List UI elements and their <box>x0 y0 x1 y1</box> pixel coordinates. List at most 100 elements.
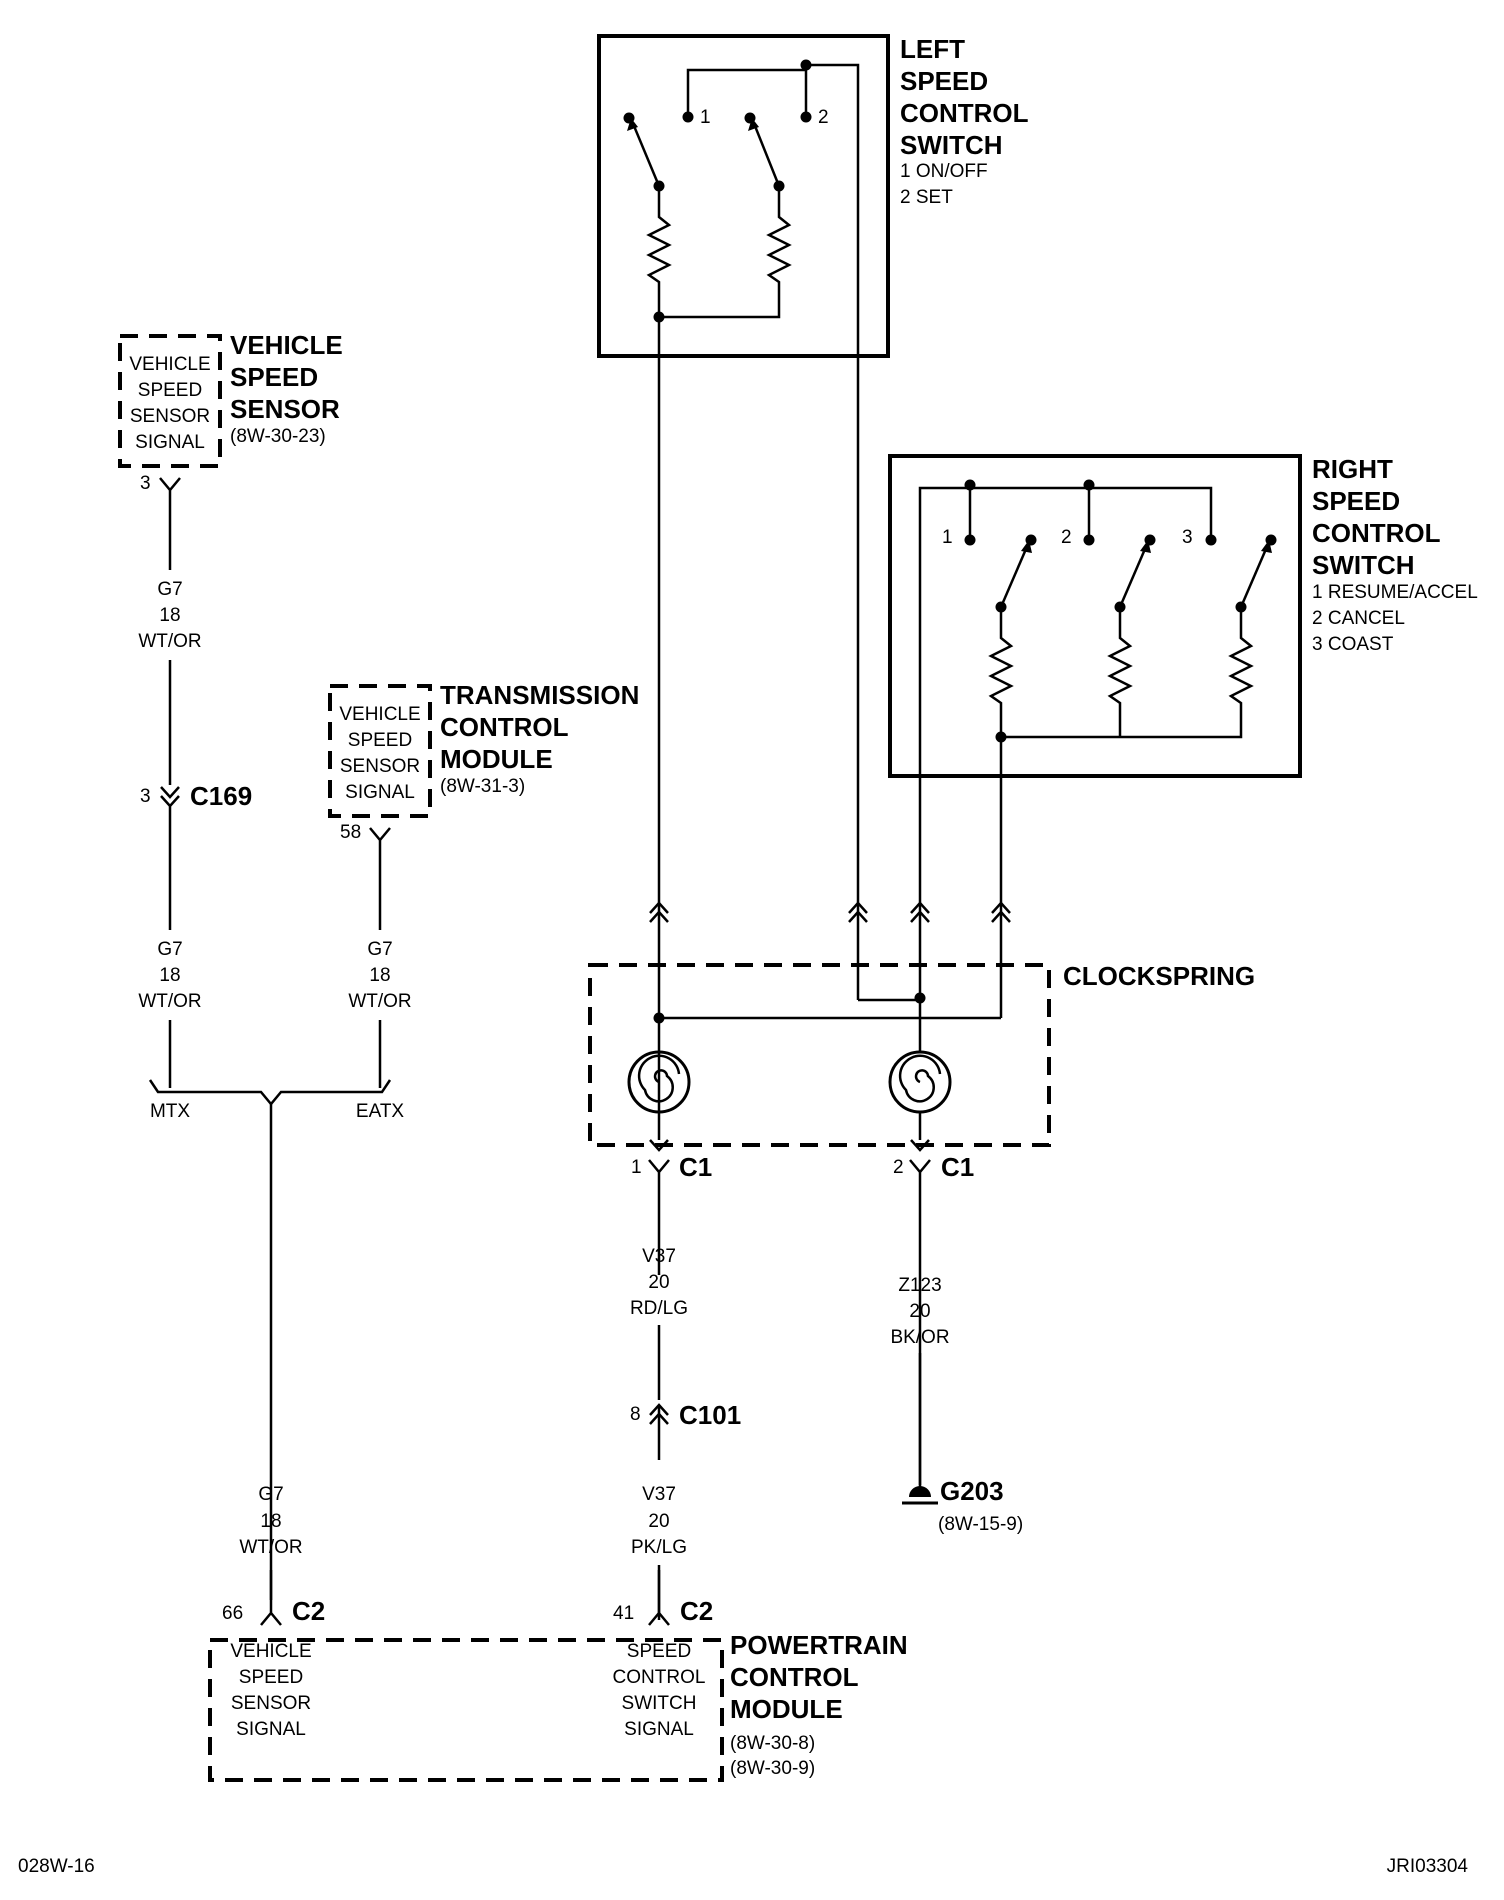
clockspring <box>588 963 1051 1152</box>
right-switch-title-2: SPEED <box>1312 486 1400 516</box>
left-switch-title-4: SWITCH <box>900 130 1003 160</box>
splice-eatx: EATX <box>356 1101 405 1122</box>
left-switch-legend-2: 2 SET <box>900 187 953 208</box>
pcm-signal-right-4: SIGNAL <box>624 1719 694 1740</box>
left-switch-contact-1: 1 <box>700 107 711 128</box>
right-speed-control-switch: 1 2 3 <box>888 454 1302 1018</box>
wire-z123-gauge: 20 <box>909 1301 930 1322</box>
tcm-title-3: MODULE <box>440 744 553 774</box>
ground-name: G203 <box>940 1476 1004 1506</box>
tcm-title-1: TRANSMISSION <box>440 680 639 710</box>
right-switch-title-4: SWITCH <box>1312 550 1415 580</box>
tcm-box <box>328 684 432 818</box>
vss-title-3: SENSOR <box>230 394 340 424</box>
c169-name: C169 <box>190 781 252 811</box>
clockspring-coil-right <box>888 1050 952 1114</box>
c1-left-name: C1 <box>679 1152 712 1182</box>
wire-z123-circuit: Z123 <box>898 1275 941 1296</box>
wire-vss-lower-circuit: G7 <box>157 939 182 960</box>
wire-v37-lower-circuit: V37 <box>642 1484 676 1505</box>
vss-title-1: VEHICLE <box>230 330 343 360</box>
wire-v37-upper-color: RD/LG <box>630 1298 688 1319</box>
tcm-inner-2: SPEED <box>348 730 412 751</box>
c101-pin: 8 <box>630 1404 641 1425</box>
wire-vss-lower-color: WT/OR <box>138 991 201 1012</box>
footer-right-code: JRI03304 <box>1387 1856 1469 1877</box>
pcm-title-2: CONTROL <box>730 1662 859 1692</box>
ground-g203 <box>902 1353 938 1505</box>
footer-left-code: 028W-16 <box>18 1856 95 1877</box>
vss-inner-4: SIGNAL <box>135 432 205 453</box>
wire-vss-lower-gauge: 18 <box>159 965 180 986</box>
tcm-title-2: CONTROL <box>440 712 569 742</box>
c169-pin: 3 <box>140 786 151 807</box>
pcm-signal-left-3: SENSOR <box>231 1693 311 1714</box>
pcm-signal-right-2: CONTROL <box>613 1667 706 1688</box>
pcm-signal-left-1: VEHICLE <box>230 1641 311 1662</box>
right-switch-legend-2: 2 CANCEL <box>1312 608 1405 629</box>
wire-pcm-in-gauge: 18 <box>260 1511 281 1532</box>
mtx-eatx-splice <box>148 1079 392 1600</box>
c2-left-pin: 66 <box>222 1603 243 1624</box>
right-switch-legend-3: 3 COAST <box>1312 634 1394 655</box>
pcm-signal-left-4: SIGNAL <box>236 1719 306 1740</box>
vss-inner-3: SENSOR <box>130 406 210 427</box>
vss-inner-1: VEHICLE <box>129 354 210 375</box>
wire-vss-upper-gauge: 18 <box>159 605 180 626</box>
wire-pcm-in-color: WT/OR <box>239 1537 302 1558</box>
vss-box <box>118 334 222 468</box>
vss-ref: (8W-30-23) <box>230 426 326 447</box>
pcm-box <box>208 1638 724 1782</box>
connector-c1-left <box>648 1159 670 1275</box>
c101-name: C101 <box>679 1400 741 1430</box>
clockspring-coil-left <box>627 1050 691 1114</box>
left-switch-title-3: CONTROL <box>900 98 1029 128</box>
pcm-signal-left-2: SPEED <box>239 1667 303 1688</box>
connector-c2-left <box>260 1570 282 1626</box>
clockspring-input-connectors <box>649 901 1011 923</box>
pcm-signal-right-3: SWITCH <box>622 1693 697 1714</box>
c2-right-name: C2 <box>680 1596 713 1626</box>
wire-v37-upper-gauge: 20 <box>648 1272 669 1293</box>
pcm-ref-1: (8W-30-8) <box>730 1733 815 1754</box>
vss-title-2: SPEED <box>230 362 318 392</box>
c1-right-name: C1 <box>941 1152 974 1182</box>
c1-right-pin: 2 <box>893 1157 904 1178</box>
left-switch-legend-1: 1 ON/OFF <box>900 161 988 182</box>
wire-tcm-gauge: 18 <box>369 965 390 986</box>
wire-vss-upper-color: WT/OR <box>138 631 201 652</box>
ground-ref: (8W-15-9) <box>938 1514 1023 1535</box>
wire-z123-color: BK/OR <box>890 1327 949 1348</box>
wire-vss-upper-circuit: G7 <box>157 579 182 600</box>
pcm-title-1: POWERTRAIN <box>730 1630 908 1660</box>
transmission-control-module <box>328 684 432 818</box>
tcm-pin: 58 <box>340 822 361 843</box>
wire-v37-lower-gauge: 20 <box>648 1511 669 1532</box>
tcm-ref: (8W-31-3) <box>440 776 525 797</box>
left-switch-contact-2: 2 <box>818 107 829 128</box>
vss-pin: 3 <box>140 473 151 494</box>
vss-inner-2: SPEED <box>138 380 202 401</box>
wire-v37-lower-color: PK/LG <box>631 1537 687 1558</box>
right-switch-contact-3: 3 <box>1182 527 1193 548</box>
tcm-inner-1: VEHICLE <box>339 704 420 725</box>
tcm-inner-3: SENSOR <box>340 756 420 777</box>
wire-tcm-color: WT/OR <box>348 991 411 1012</box>
left-speed-control-switch: 1 2 <box>597 34 890 1140</box>
clockspring-title: CLOCKSPRING <box>1063 961 1255 991</box>
vehicle-speed-sensor <box>118 334 222 468</box>
wire-pcm-in-circuit: G7 <box>258 1484 283 1505</box>
right-switch-title-3: CONTROL <box>1312 518 1441 548</box>
pcm-title-3: MODULE <box>730 1694 843 1724</box>
connector-c169 <box>160 786 180 930</box>
pcm-signal-right-1: SPEED <box>627 1641 691 1662</box>
right-switch-box <box>888 454 1302 778</box>
right-switch-legend-1: 1 RESUME/ACCEL <box>1312 582 1478 603</box>
right-switch-contact-1: 1 <box>942 527 953 548</box>
connector-c101 <box>649 1403 669 1460</box>
splice-mtx: MTX <box>150 1101 190 1122</box>
wire-tcm-circuit: G7 <box>367 939 392 960</box>
c2-left-name: C2 <box>292 1596 325 1626</box>
c1-left-pin: 1 <box>631 1157 642 1178</box>
